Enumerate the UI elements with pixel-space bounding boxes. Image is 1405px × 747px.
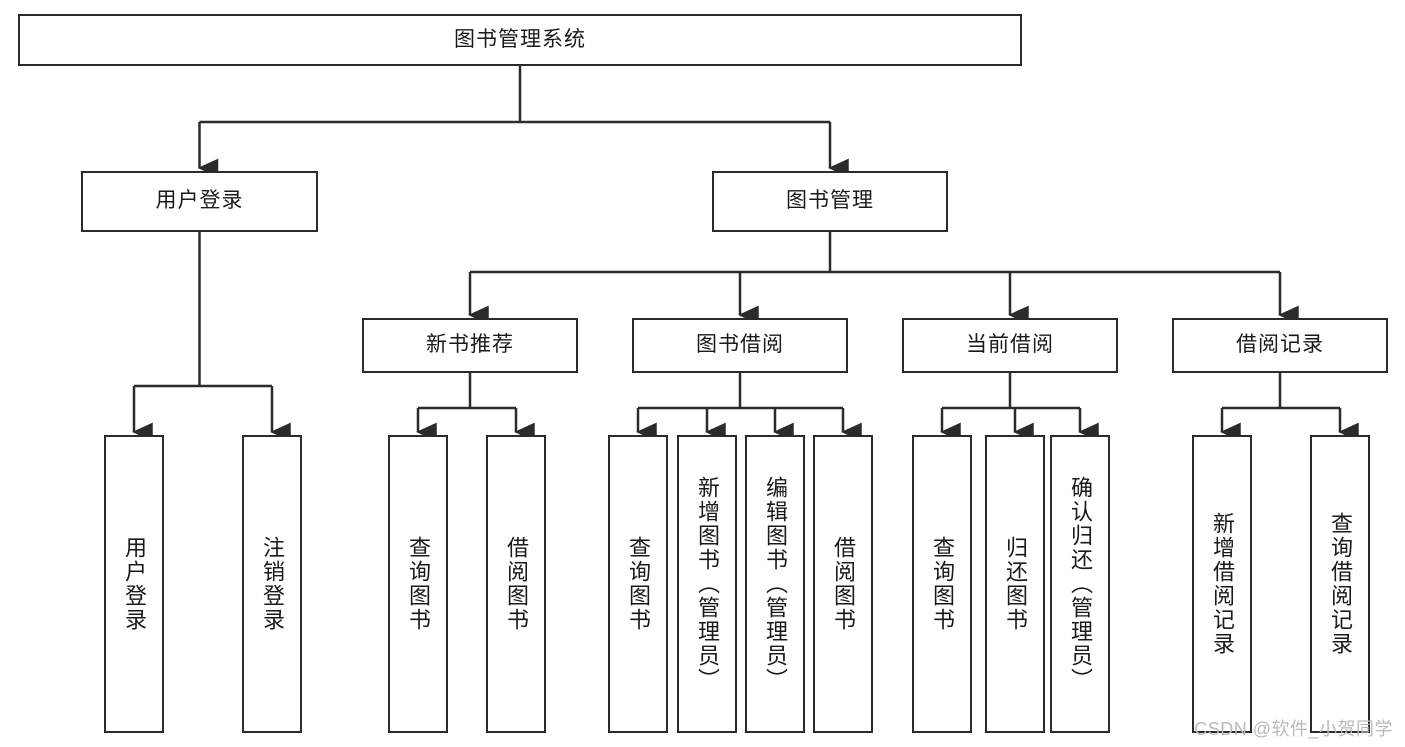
node-label-leaf-borrow-book-1: 借阅图书 xyxy=(503,536,529,632)
node-label-leaf-query-book-3: 查询图书 xyxy=(929,536,955,632)
node-leaf-query-record[interactable]: 查询借阅记录 xyxy=(1310,435,1370,733)
node-label-leaf-query-record: 查询借阅记录 xyxy=(1327,512,1353,656)
node-label-user-login: 用户登录 xyxy=(155,189,244,213)
node-root[interactable]: 图书管理系统 xyxy=(18,14,1022,66)
node-leaf-confirm-return[interactable]: 确认归还（管理员） xyxy=(1050,435,1110,733)
node-label-leaf-edit-book: 编辑图书（管理员） xyxy=(762,476,788,692)
node-leaf-query-book-1[interactable]: 查询图书 xyxy=(388,435,448,733)
node-label-leaf-query-book-2: 查询图书 xyxy=(625,536,651,632)
node-label-leaf-confirm-return: 确认归还（管理员） xyxy=(1067,476,1093,692)
node-new-book-recommend[interactable]: 新书推荐 xyxy=(362,318,578,373)
node-label-book-borrow: 图书借阅 xyxy=(696,333,784,357)
node-label-leaf-return-book: 归还图书 xyxy=(1002,536,1028,632)
node-label-leaf-user-login: 用户登录 xyxy=(121,536,147,632)
node-label-leaf-add-book: 新增图书（管理员） xyxy=(694,476,720,692)
node-user-login[interactable]: 用户登录 xyxy=(81,171,318,232)
node-leaf-edit-book[interactable]: 编辑图书（管理员） xyxy=(745,435,805,733)
node-label-leaf-query-book-1: 查询图书 xyxy=(405,536,431,632)
node-leaf-query-book-2[interactable]: 查询图书 xyxy=(608,435,668,733)
node-borrow-record[interactable]: 借阅记录 xyxy=(1172,318,1388,373)
node-label-leaf-user-logout: 注销登录 xyxy=(259,536,285,632)
node-leaf-add-book[interactable]: 新增图书（管理员） xyxy=(677,435,737,733)
node-book-borrow[interactable]: 图书借阅 xyxy=(632,318,848,373)
node-label-leaf-add-record: 新增借阅记录 xyxy=(1209,512,1235,656)
node-label-root: 图书管理系统 xyxy=(454,27,586,51)
node-leaf-query-book-3[interactable]: 查询图书 xyxy=(912,435,972,733)
node-label-new-book-recommend: 新书推荐 xyxy=(426,333,514,357)
node-current-borrow[interactable]: 当前借阅 xyxy=(902,318,1118,373)
node-label-current-borrow: 当前借阅 xyxy=(966,333,1054,357)
node-leaf-user-login[interactable]: 用户登录 xyxy=(104,435,164,733)
node-label-borrow-record: 借阅记录 xyxy=(1236,333,1324,357)
node-label-book-manage: 图书管理 xyxy=(786,189,874,213)
node-leaf-return-book[interactable]: 归还图书 xyxy=(985,435,1045,733)
node-leaf-borrow-book-2[interactable]: 借阅图书 xyxy=(813,435,873,733)
csdn-watermark: CSDN @软件_小贺同学 xyxy=(1194,719,1393,739)
node-leaf-user-logout[interactable]: 注销登录 xyxy=(242,435,302,733)
node-label-leaf-borrow-book-2: 借阅图书 xyxy=(830,536,856,632)
node-leaf-borrow-book-1[interactable]: 借阅图书 xyxy=(486,435,546,733)
node-leaf-add-record[interactable]: 新增借阅记录 xyxy=(1192,435,1252,733)
node-book-manage[interactable]: 图书管理 xyxy=(712,171,948,232)
